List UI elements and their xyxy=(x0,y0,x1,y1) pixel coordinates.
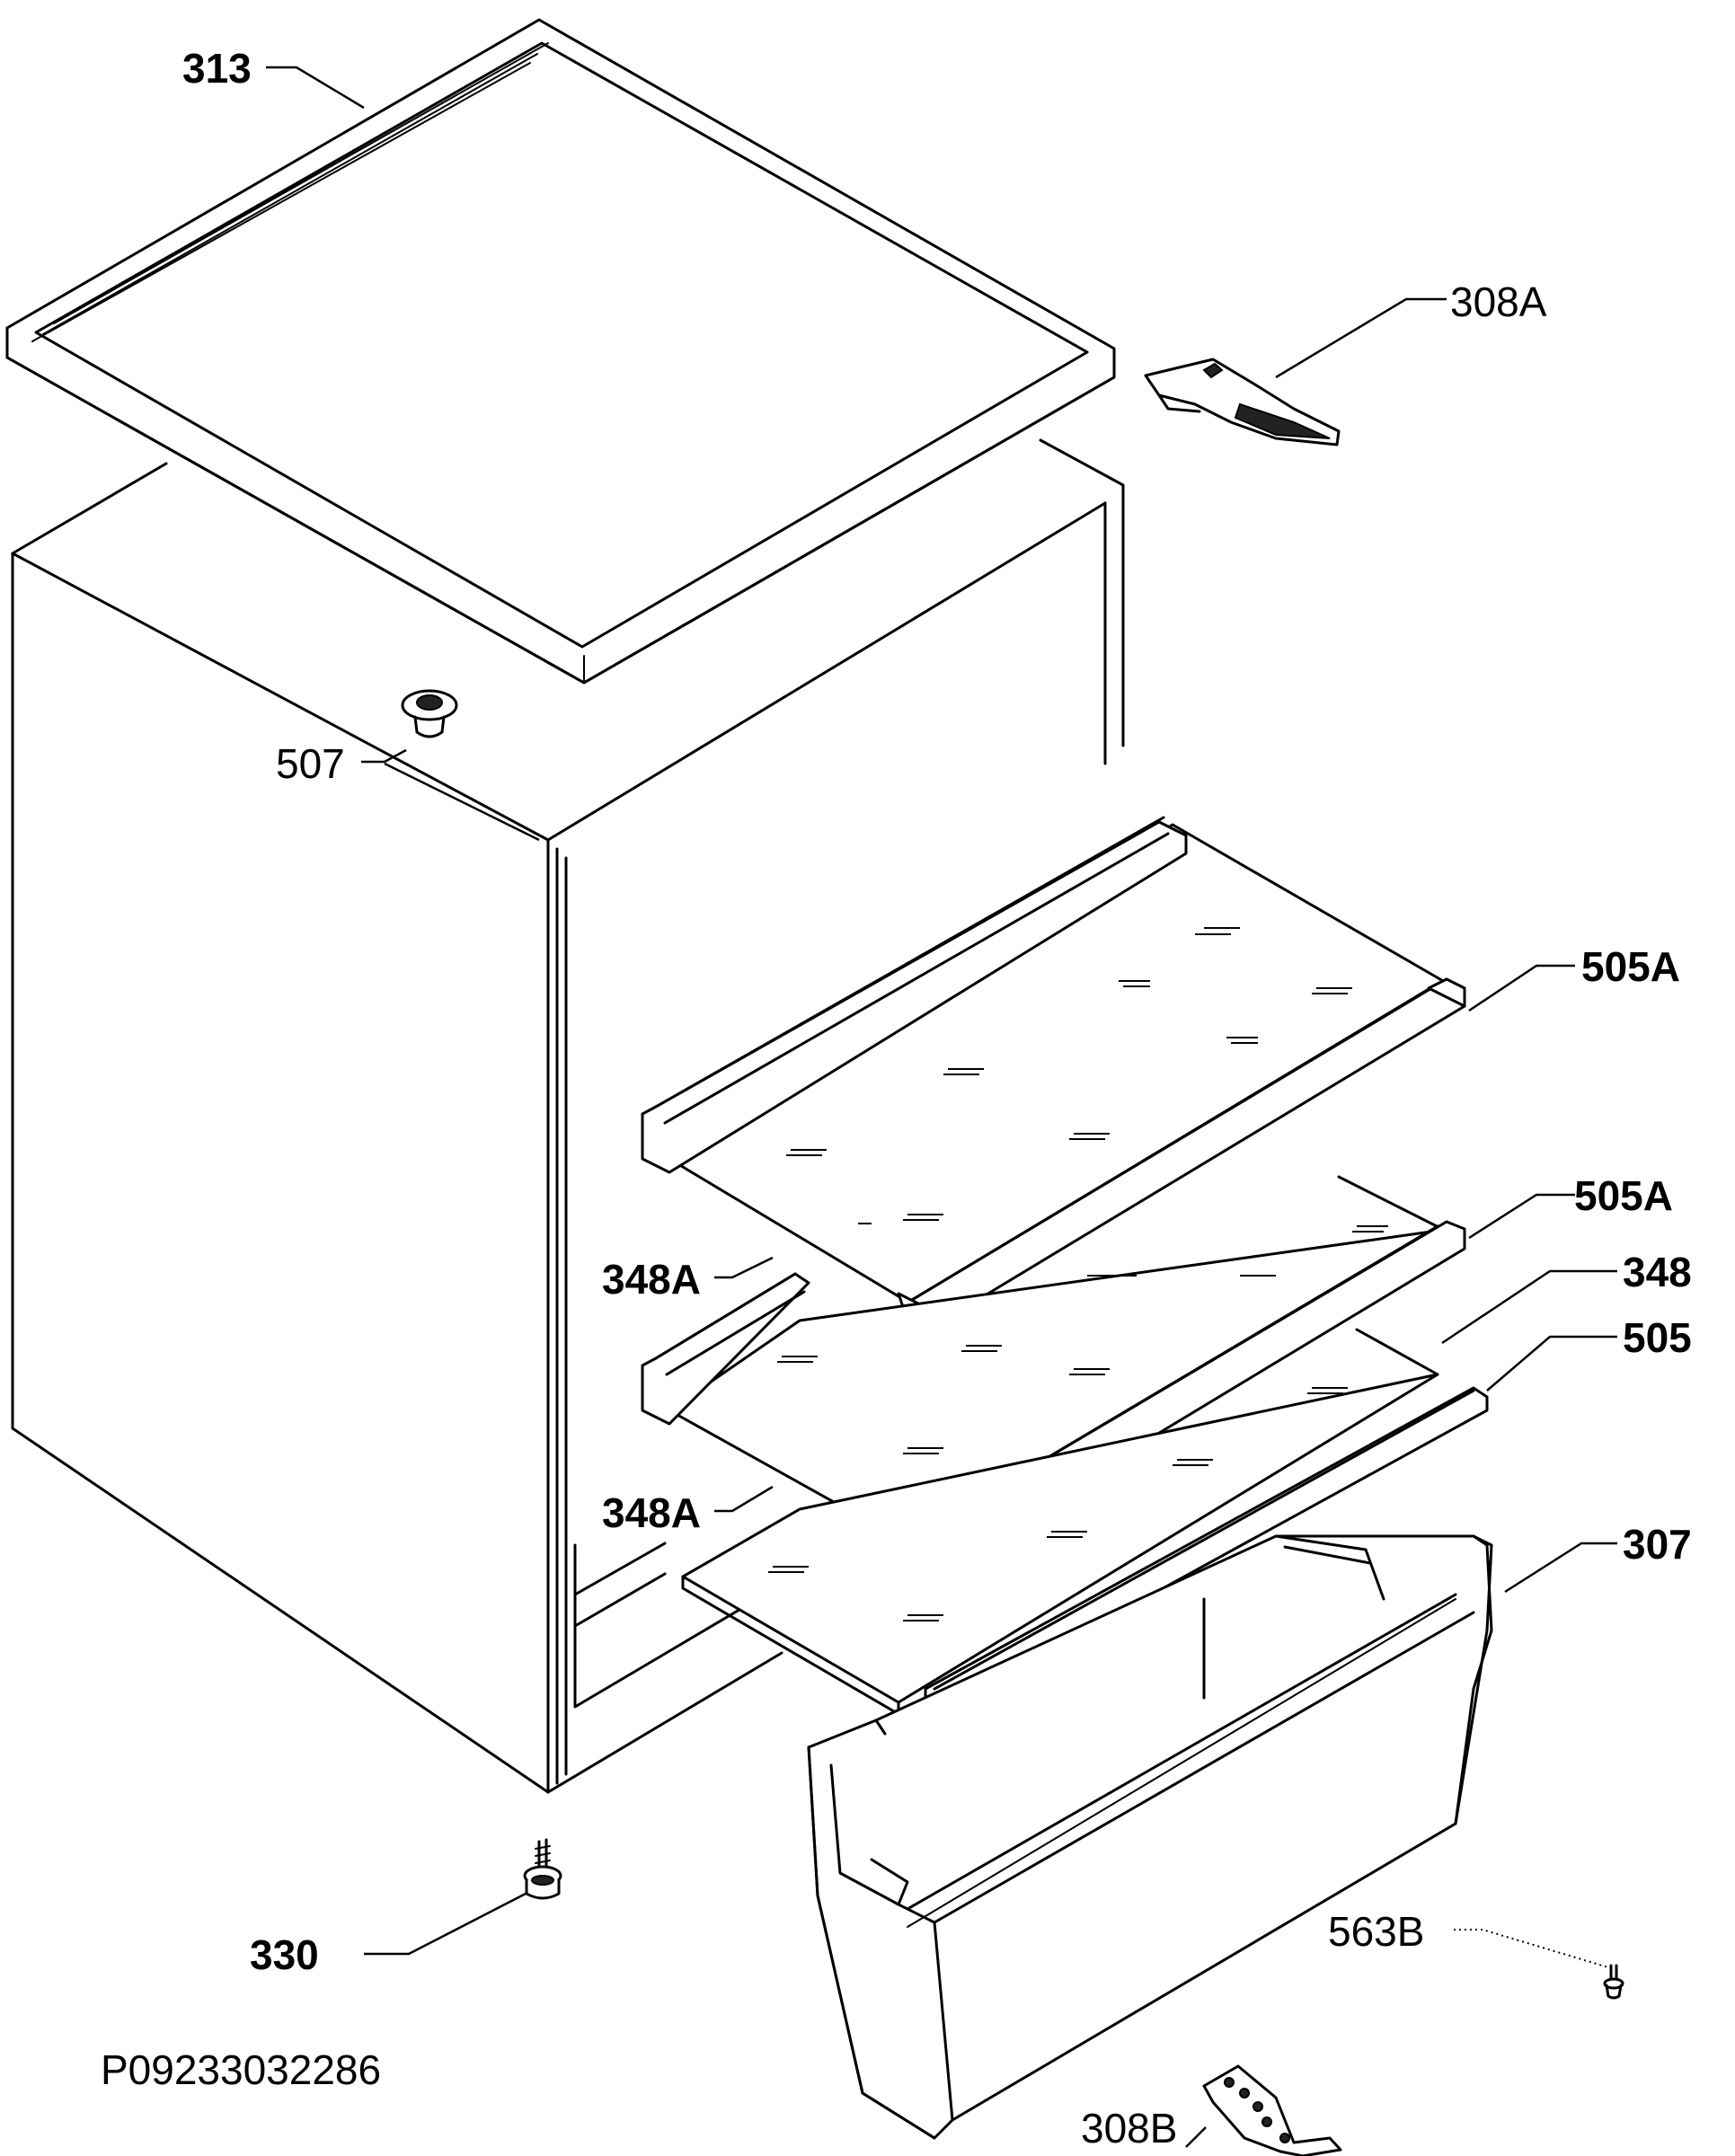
part-307-door-bin xyxy=(807,1534,1493,2140)
part-563b-screw xyxy=(1603,1964,1624,2000)
label-330: 330 xyxy=(250,1931,319,1978)
label-507: 507 xyxy=(276,740,345,787)
part-313-top-cover xyxy=(5,18,1116,685)
part-308b-lower-hinge xyxy=(1202,2064,1342,2156)
label-348: 348 xyxy=(1623,1249,1692,1295)
part-507-plug xyxy=(401,689,458,738)
cabinet-body xyxy=(11,438,1125,1794)
label-313: 313 xyxy=(182,45,252,92)
label-307: 307 xyxy=(1623,1521,1692,1568)
label-563b: 563B xyxy=(1328,1908,1424,1955)
label-308b: 308B xyxy=(1081,2105,1177,2152)
reference-code: P09233032286 xyxy=(101,2046,381,2093)
label-505: 505 xyxy=(1623,1314,1692,1361)
label-308a: 308A xyxy=(1450,278,1547,325)
part-330-foot-screw xyxy=(523,1838,562,1900)
part-308a-upper-hinge xyxy=(1144,358,1341,446)
shelf-upper-assembly xyxy=(641,816,1466,1333)
label-348a-lower: 348A xyxy=(602,1489,701,1536)
label-348a-upper: 348A xyxy=(602,1256,701,1303)
label-505a-middle: 505A xyxy=(1574,1172,1673,1219)
leader-lines xyxy=(266,66,1617,2148)
label-505a-upper: 505A xyxy=(1581,943,1680,990)
